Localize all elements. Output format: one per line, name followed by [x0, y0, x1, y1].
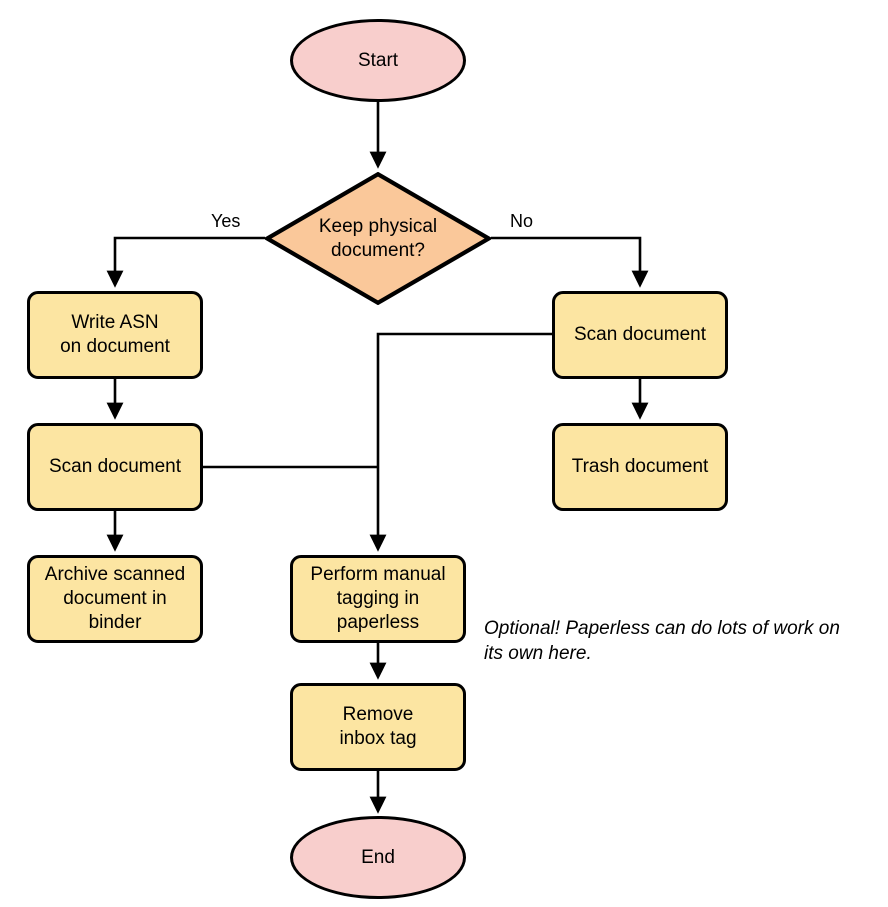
edge-decision-yes-to-write-asn — [106, 236, 265, 288]
node-trash-document-label: Trash document — [571, 456, 709, 477]
node-end-label: End — [361, 846, 395, 868]
annotation-optional-paperless: Optional! Paperless can do lots of work … — [484, 591, 884, 666]
decision-diamond-shape — [263, 171, 493, 306]
node-remove-inbox-tag[interactable]: Remove inbox tag — [290, 683, 466, 771]
node-archive-label: Archive scanned document in binder — [44, 564, 186, 633]
node-scan-document-left[interactable]: Scan document — [27, 423, 203, 511]
node-decision-keep-physical-document[interactable]: Keep physical document? — [263, 171, 493, 306]
node-start[interactable]: Start — [290, 19, 466, 102]
node-trash-document[interactable]: Trash document — [552, 423, 728, 511]
node-tagging-label: Perform manual tagging in paperless — [310, 564, 446, 633]
edge-label-yes-text: Yes — [211, 211, 241, 231]
edge-label-no: No — [510, 211, 533, 231]
node-scan-document-right-label: Scan document — [573, 324, 707, 345]
node-remove-inbox-tag-label: Remove inbox tag — [339, 704, 417, 749]
node-decision-label: Keep physical document? — [318, 215, 438, 261]
node-archive-scanned-document-in-binder[interactable]: Archive scanned document in binder — [27, 555, 203, 643]
node-scan-document-left-label: Scan document — [48, 456, 182, 477]
edge-label-yes: Yes — [211, 211, 240, 231]
edge-decision-no-to-scan-right — [491, 236, 649, 288]
annotation-text: Optional! Paperless can do lots of work … — [484, 618, 840, 664]
node-perform-manual-tagging-in-paperless[interactable]: Perform manual tagging in paperless — [290, 555, 466, 643]
node-scan-document-right[interactable]: Scan document — [552, 291, 728, 379]
node-start-label: Start — [357, 49, 399, 71]
node-end[interactable]: End — [290, 816, 466, 899]
node-write-asn-on-document[interactable]: Write ASN on document — [27, 291, 203, 379]
edge-scan-right-to-tagging — [369, 332, 552, 552]
node-write-asn-label: Write ASN on document — [60, 312, 170, 357]
edge-label-no-text: No — [510, 211, 534, 231]
